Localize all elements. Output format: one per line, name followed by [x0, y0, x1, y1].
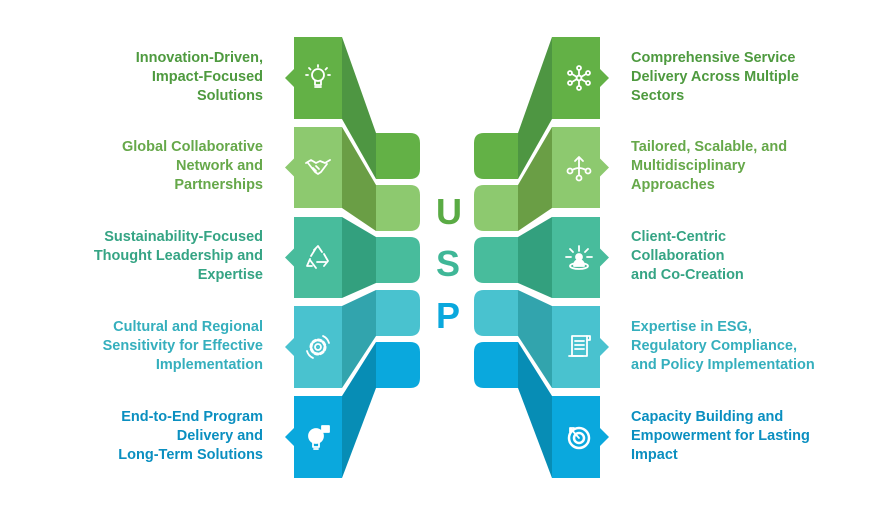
text-line: Tailored, Scalable, and — [631, 139, 788, 155]
left-box — [285, 217, 342, 298]
usp-letter-u: U — [436, 191, 462, 232]
text-line: Impact-Focused — [151, 68, 263, 85]
text-line: Sensitivity for Effective — [102, 337, 263, 354]
network-icon — [565, 64, 593, 92]
right-usp-item-text: Expertise in ESG, Regulatory Compliance, a… — [631, 318, 881, 375]
branch-icon — [565, 154, 593, 182]
text-line: Innovation-Driven, — [135, 49, 263, 66]
person-focus-icon — [565, 244, 593, 272]
left-tab — [376, 133, 420, 179]
text-line: Expertise — [197, 267, 263, 283]
recycle-icon — [304, 244, 332, 272]
text-line: Client-Centric — [631, 229, 727, 245]
text-line: Thought Leadership and — [93, 248, 263, 264]
left-tab — [376, 237, 420, 283]
text-line: End-to-End Program — [121, 408, 263, 425]
left-box — [285, 306, 342, 388]
text-line: Multidisciplinary — [631, 158, 746, 174]
left-fold — [342, 342, 376, 478]
right-fold — [518, 217, 552, 298]
text-line: Sustainability-Focused — [104, 229, 263, 245]
lightbulb-icon — [304, 64, 332, 92]
puzzle-bulb-icon — [304, 423, 332, 451]
right-tab — [474, 237, 518, 283]
right-box — [552, 37, 609, 119]
left-fold — [342, 290, 376, 388]
right-box — [552, 306, 609, 388]
right-tab — [474, 185, 518, 231]
right-tab — [474, 342, 518, 388]
handshake-icon — [304, 154, 332, 182]
text-line: Global Collaborative — [122, 139, 263, 155]
gear-icon — [304, 333, 332, 361]
left-tab — [376, 342, 420, 388]
usp-letter-s: S — [436, 243, 461, 284]
text-line: Comprehensive Service — [631, 49, 796, 66]
text-line: Regulatory Compliance, — [631, 337, 797, 354]
text-line: Expertise in ESG, — [631, 318, 752, 335]
text-line: Solutions — [196, 87, 263, 104]
text-line: Cultural and Regional — [113, 318, 263, 335]
left-fold — [342, 217, 376, 298]
left-fold — [342, 127, 376, 231]
left-tab — [376, 185, 420, 231]
text-line: Collaboration — [631, 248, 725, 264]
right-tab — [474, 133, 518, 179]
text-line: Implementation — [155, 356, 263, 373]
text-line: and Policy Implementation — [631, 356, 815, 373]
text-line: Empowerment for Lasting — [631, 427, 810, 444]
text-line: and Co-Creation — [631, 267, 744, 283]
text-line: Impact — [631, 446, 678, 463]
right-fold — [518, 127, 552, 231]
right-box — [552, 396, 609, 478]
scroll-icon — [565, 333, 593, 361]
text-line: Delivery Across Multiple — [631, 68, 799, 85]
right-tab — [474, 290, 518, 336]
usp-letter-p: P — [436, 295, 461, 336]
right-fold — [518, 37, 552, 179]
target-icon — [565, 423, 593, 451]
right-fold — [518, 290, 552, 388]
right-fold — [518, 342, 552, 478]
text-line: Long-Term Solutions — [118, 446, 263, 463]
text-line: Sectors — [631, 87, 685, 104]
text-line: Network and — [175, 158, 263, 174]
left-fold — [342, 37, 376, 179]
text-line: Delivery and — [176, 427, 263, 444]
text-line: Approaches — [631, 177, 715, 193]
text-line: Partnerships — [174, 177, 263, 193]
text-line: Capacity Building and — [631, 408, 784, 425]
left-tab — [376, 290, 420, 336]
